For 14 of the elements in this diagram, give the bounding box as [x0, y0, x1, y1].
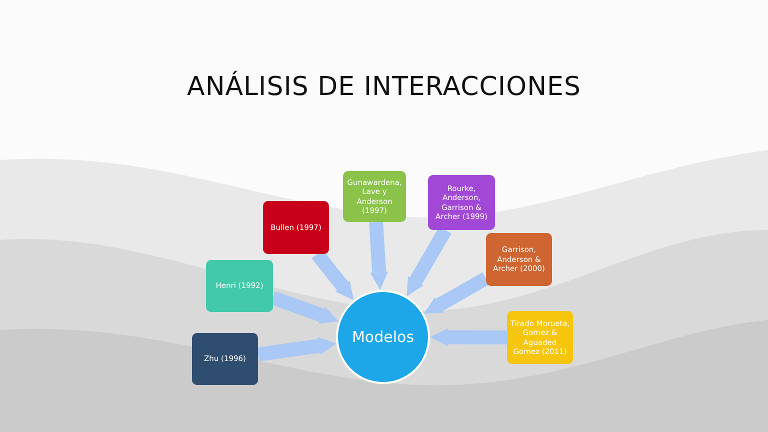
author-box	[486, 233, 552, 286]
box-label: Modelos	[352, 328, 414, 346]
block-arrow	[257, 337, 336, 362]
block-arrow	[369, 222, 388, 290]
author-box	[343, 171, 406, 222]
author-box	[263, 201, 329, 254]
block-arrow	[270, 291, 339, 324]
author-box	[192, 333, 258, 385]
author-box	[507, 311, 573, 364]
block-arrow	[424, 272, 490, 314]
author-box	[206, 260, 273, 312]
block-arrow	[430, 328, 508, 346]
slide-title: ANÁLISIS DE INTERACCIONES	[186, 72, 582, 102]
author-box	[428, 175, 495, 230]
